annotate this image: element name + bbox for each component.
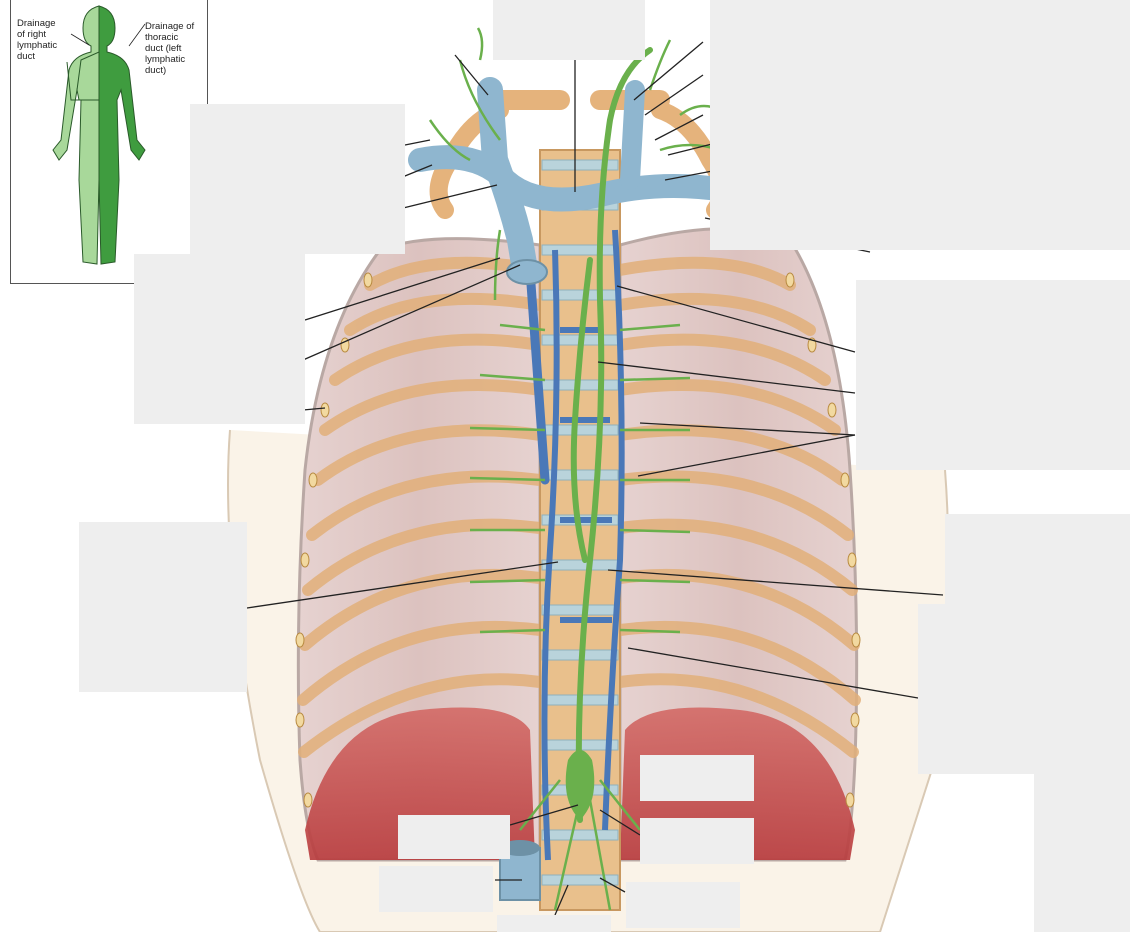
cisterna-chyli (565, 750, 595, 820)
label-box-left-top[interactable] (190, 104, 405, 254)
ribs-left-side (614, 256, 861, 758)
label-box-left-upper[interactable] (134, 254, 305, 424)
label-box-bottom-left-2[interactable] (379, 866, 493, 912)
inset-label-right-lymphatic-duct: Drainage of right lymphatic duct (17, 18, 58, 62)
ribs-right-side (297, 256, 546, 758)
label-box-right-top[interactable] (710, 0, 1130, 250)
label-box-bottom-center-right-1[interactable] (640, 755, 754, 801)
body-silhouette (52, 5, 146, 265)
superior-vena-cava-cut (506, 259, 548, 285)
inset-label-thoracic-duct: Drainage of thoracic duct (left lymphati… (145, 21, 195, 76)
thoracic-duct (570, 47, 653, 823)
label-box-top-center[interactable] (493, 0, 645, 60)
label-box-bottom-left-1[interactable] (398, 815, 510, 859)
label-box-right-upper[interactable] (856, 280, 1130, 470)
label-box-left-mid[interactable] (79, 522, 247, 692)
drainage-inset: Drainage of right lymphatic duct Drainag… (10, 0, 208, 284)
label-box-bottom-center-right-2[interactable] (640, 818, 754, 864)
label-box-bottom-center[interactable] (497, 915, 611, 932)
label-box-right-lower[interactable] (918, 604, 1130, 774)
label-box-bottom-right-3[interactable] (626, 882, 740, 928)
label-box-right-mid[interactable] (945, 514, 1130, 604)
intercostal-nodes (295, 272, 861, 808)
label-box-right-bottom[interactable] (1034, 774, 1130, 932)
